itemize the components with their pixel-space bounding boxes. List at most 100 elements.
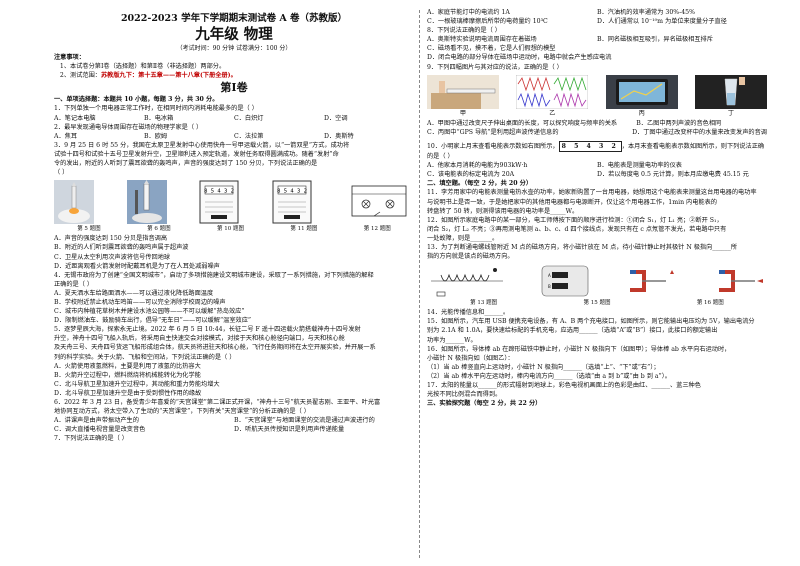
energy-meter-2: 8 5 4 3 2 xyxy=(272,180,311,224)
image-caption-jia: 甲 xyxy=(459,109,467,117)
question-10-line-2: 的是（ ） xyxy=(427,153,454,161)
rocket-launch-photo-2 xyxy=(126,180,167,225)
question-10-line-1: 10．小明家上月末查看电能表示数如右图所示，8 5 4 3 2，本月末查看电能表… xyxy=(427,140,767,153)
notes-heading: 注意事项： xyxy=(54,54,85,62)
figure-captions-right: 第 13 题图第 15 题图第 16 题图 xyxy=(470,300,724,307)
question-3-line-2: 试验十四号和试验十五号卫星发射升空，卫星顺利进入预定轨道，发射任务取得圆满成功。… xyxy=(54,150,339,158)
volume-1-heading: 第Ⅰ卷 xyxy=(220,81,248,95)
image-caption-ding: 丁 xyxy=(727,109,735,117)
question-12-line-1: 12．如图所示家庭电路中的某一部分，电工师傅按下面的顺序进行检测：①闭合 S₁，… xyxy=(427,216,723,224)
question-13-line-1: 13．为了判断通电螺线管附近 M 点的磁场方向，将小磁针放在 M 点，待小磁针静… xyxy=(427,243,738,251)
question-11-line-2: 与说明书上是否一致，于是她把家中的其他用电器都与电源断开，仅让这个用电器工作，1… xyxy=(427,198,717,206)
question-2: 2．最早发现通电导体周围存在磁场的物理学家是（ ） xyxy=(54,123,203,131)
svg-text:A: A xyxy=(548,273,551,278)
question-14: 14．光能传播信息和______。 xyxy=(427,309,510,317)
question-5-line-2: 升空，神舟十四号飞船入轨后，将采用自主快速交会对接模式，对接于天和核心舱径向端口… xyxy=(54,335,345,343)
svg-text:B: B xyxy=(548,284,551,289)
question-17-line-2: 光按不同比例混合而得到。 xyxy=(427,391,502,399)
note-1: 1、本试卷分第Ⅰ卷（选择题）和第Ⅱ卷（非选择题）两部分。 xyxy=(59,63,226,71)
question-5-line-1: 5．逐梦星辰大海，探索永无止境。2022 年 6 月 5 日 10:44，长征二… xyxy=(54,326,361,334)
exam-info: （考试时间：90 分钟 试卷满分：100 分） xyxy=(176,45,292,52)
question-6-line-2: 地协同互动方式，将太空带入了生动的“天宫课堂”，下列有关“天宫课堂”的分析正确的… xyxy=(54,408,310,416)
q4-option-b: B．学校附近禁止机动车鸣笛——可以完全消除学校周边的噪声 xyxy=(54,298,226,306)
question-11-line-1: 11．李芳用家中的电能表测量电热水壶的功率，她家新购置了一台用电器，她想用这个电… xyxy=(427,189,757,197)
figure-captions: 第 5 题图第 6 题图第 10 题图第 11 题图第 12 题图 xyxy=(77,226,391,233)
question-5-line-3: 及天舟三号、天舟四号货运飞船形成组合体，航天员将进驻天和核心舱，飞行任务期间将在… xyxy=(54,344,376,352)
ruler-on-table-photo xyxy=(427,74,499,109)
question-12-line-2: 闭合 S₂，灯 L₂ 不亮；③再用测电笔测 a、b、c、d 四个接线点，发现只有… xyxy=(427,225,727,233)
question-1: 1．下列单独一个用电器正常工作时，在相同时间内消耗电能最多的是（ ） xyxy=(54,105,258,113)
rocket-launch-photo-1 xyxy=(54,180,94,225)
image-caption-yi: 乙 xyxy=(549,109,556,117)
question-8: 8．下列说法正确的是（ ） xyxy=(427,27,501,35)
left-column: 2022-2023 学年下学期期末测试卷 A 卷（苏教版） 九年级 物理 （考试… xyxy=(54,8,414,443)
q3-option-b: B．附近的人们听到震耳欲聋的轰鸣声属于超声波 xyxy=(54,244,189,252)
question-3-line-3: 令的发出，附近的人听到了震耳欲聋的轰鸣声，声音的强度达到了 150 分贝，下列说… xyxy=(54,160,318,168)
q5-option-d: D．北斗导航卫星加速升空是由于受到惯性作用的缘故 xyxy=(54,389,202,397)
energy-meter-1: 8 5 4 3 2 xyxy=(199,180,239,224)
water-glass-photo xyxy=(694,74,767,109)
q4-option-c: C．城市内种植花草树木并建设水池公园等——不可以缓解“热岛效应” xyxy=(54,308,245,316)
usb-charger-photo: A B xyxy=(541,265,588,297)
horseshoe-magnet-diagram-yi xyxy=(718,270,763,293)
question-17-line-1: 17．太阳的能量以______的形式辐射到地球上，彩色电视机画面上的色彩是由红、… xyxy=(427,382,701,389)
question-9-images: 甲 乙 丙 xyxy=(427,74,767,118)
question-15-line-2: 别为 2.1A 和 1.0A，要快速给标配的手机充电，应选用______（选填“… xyxy=(427,327,718,335)
question-16-line-2: 小磁针 N 极指向如（如图乙）： xyxy=(427,354,514,362)
q5-option-c: C．北斗导航卫星加速升空过程中，其动能和重力势能均增大 xyxy=(54,380,220,388)
question-16-part-1: （1）当 ab 棒竖直向上运动时，小磁针 N 极指向______（选填“上”、“… xyxy=(427,363,660,371)
section-3-heading: 三、实验探究题（每空 2 分，共 22 分） xyxy=(427,400,542,408)
q3-option-a: A．声音的强度达到 150 分贝是指音调高 xyxy=(54,235,168,243)
meter-reading-box: 8 5 4 3 2 xyxy=(558,140,622,153)
gps-navigation-photo xyxy=(605,74,678,109)
question-15-line-1: 15．如图所示，汽车用 USB 便携充电设备，有 A、B 两个充电接口，如图所示… xyxy=(427,318,755,326)
q5-option-a: A．火箭使用液氢燃料，主要是利用了液氢的比热容大 xyxy=(54,362,201,370)
q8-option-c: C．磁场看不见，摸不着，它是人们假想的模型 xyxy=(427,45,556,53)
figures-13-15-16: A B xyxy=(427,264,767,298)
q5-option-b: B．火箭升空过程中，燃料燃烧将机械能转化为化学能 xyxy=(54,371,201,379)
sound-waveform-graphs xyxy=(516,74,589,109)
section-1-heading: 一、单项选择题：本题共 10 小题，每题 3 分，共 30 分。 xyxy=(54,96,219,104)
question-4-line-1: 4．无锡市政府为了创建“全国文明城市”，启动了多项措施建设文明城市建设，采取了一… xyxy=(54,271,374,279)
subject-title: 九年级 物理 xyxy=(195,26,273,43)
horseshoe-magnet-diagram-jia xyxy=(630,270,675,293)
question-16-line-1: 16．如图所示，导体棒 ab 在蹄形磁铁中静止时，小磁针 N 极指向下（如图甲）… xyxy=(427,345,731,353)
question-12-line-3: 一处故障，则是_______。 xyxy=(427,234,499,242)
question-15-line-3: 功率为______W。 xyxy=(427,336,477,344)
exam-title: 2022-2023 学年下学期期末测试卷 A 卷（苏教版） xyxy=(120,13,348,24)
question-9: 9．下列四幅图片与其对应的说法，正确的是（ ） xyxy=(427,63,563,71)
question-11-line-3: 转盘转了 50 转，则测得该用电器的电功率是_____W。 xyxy=(427,207,579,215)
solenoid-diagram xyxy=(431,268,503,297)
question-5-line-4: 列的科学实验。关于火箭、飞船和空间站，下列说法正确的是（ ） xyxy=(54,353,236,361)
svg-text:8 5 4 3 2: 8 5 4 3 2 xyxy=(204,189,234,195)
q3-option-c: C．卫星从太空利用次声波将信号传回地球 xyxy=(54,253,171,261)
q8-option-d: D．闭合电路的部分导体在磁场中运动时，电路中就会产生感应电流 xyxy=(427,54,612,62)
note-2: 2、测试范围：苏教版九下：第十五章——第十八章(下册全册)。 xyxy=(59,72,237,80)
column-divider xyxy=(419,10,420,558)
figure-row: 8 5 4 3 2 8 5 4 3 2 xyxy=(54,180,414,225)
q4-option-a: A．夏天洒水车给路面洒水——可以通过液化降低路面温度 xyxy=(54,289,214,297)
question-4-line-2: 正确的是（ ） xyxy=(54,280,94,288)
q3-option-d: D．近距离观看火箭发射时配戴耳机是为了在人耳处减弱噪声 xyxy=(54,262,220,270)
svg-text:8 5 4 3 2: 8 5 4 3 2 xyxy=(277,189,307,195)
section-2-heading: 二、填空题。（每空 2 分，共 20 分） xyxy=(427,180,533,188)
question-13-line-2: 指的方向就是该点的磁场方向。 xyxy=(427,253,514,261)
question-6-line-1: 6．2022 年 3 月 23 日，备受青少年喜爱的“天宫课堂”第二课正式开课，… xyxy=(54,399,381,406)
q4-option-d: D．限制燃油车、鼓励骑车出行，倡导“无车日”——可以缓解“温室效应” xyxy=(54,317,252,325)
question-16-part-2: （2）当 ab 棒水平向左运动时，棒内电流方向______（选填“由 a 到 b… xyxy=(427,372,671,380)
question-3-line-1: 3．9 月 25 日 6 时 55 分，我国在太原卫星发射中心使用快舟一号甲运载… xyxy=(54,141,350,149)
question-7: 7．下列说法正确的是（ ） xyxy=(54,435,128,443)
